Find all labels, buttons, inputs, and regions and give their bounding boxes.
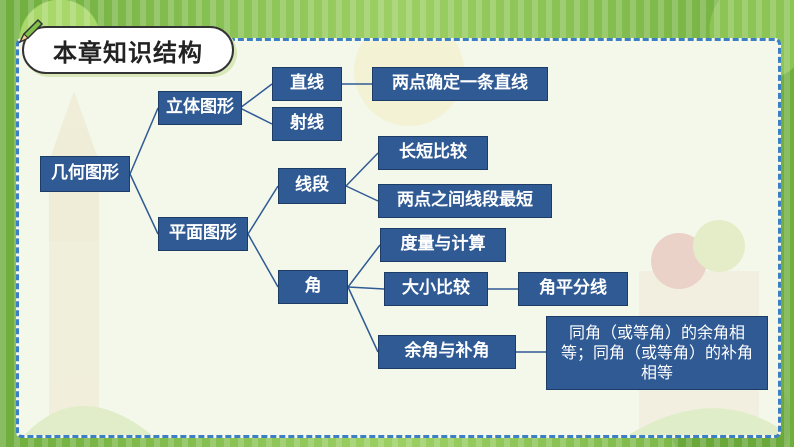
pencil-icon xyxy=(18,18,44,44)
node-compare-size: 大小比较 xyxy=(384,272,488,306)
node-compare-length: 长短比较 xyxy=(378,136,488,170)
node-measure-calc: 度量与计算 xyxy=(380,228,506,262)
node-ray: 射线 xyxy=(272,107,342,141)
node-solid: 立体图形 xyxy=(158,91,242,125)
node-plane: 平面图形 xyxy=(158,217,248,251)
page-title: 本章知识结构 xyxy=(53,37,203,67)
node-two-points-line: 两点确定一条直线 xyxy=(372,67,548,101)
node-bisector: 角平分线 xyxy=(518,272,628,306)
node-theorem: 同角（或等角）的余角相等；同角（或等角）的补角相等 xyxy=(546,316,768,390)
node-shortest-segment: 两点之间线段最短 xyxy=(378,184,552,218)
title-banner: 本章知识结构 xyxy=(22,26,234,74)
node-complement-supplement: 余角与补角 xyxy=(378,335,516,369)
node-straight-line: 直线 xyxy=(272,67,342,101)
node-angle: 角 xyxy=(278,270,348,304)
node-root: 几何图形 xyxy=(40,156,130,192)
node-segment: 线段 xyxy=(278,168,346,204)
